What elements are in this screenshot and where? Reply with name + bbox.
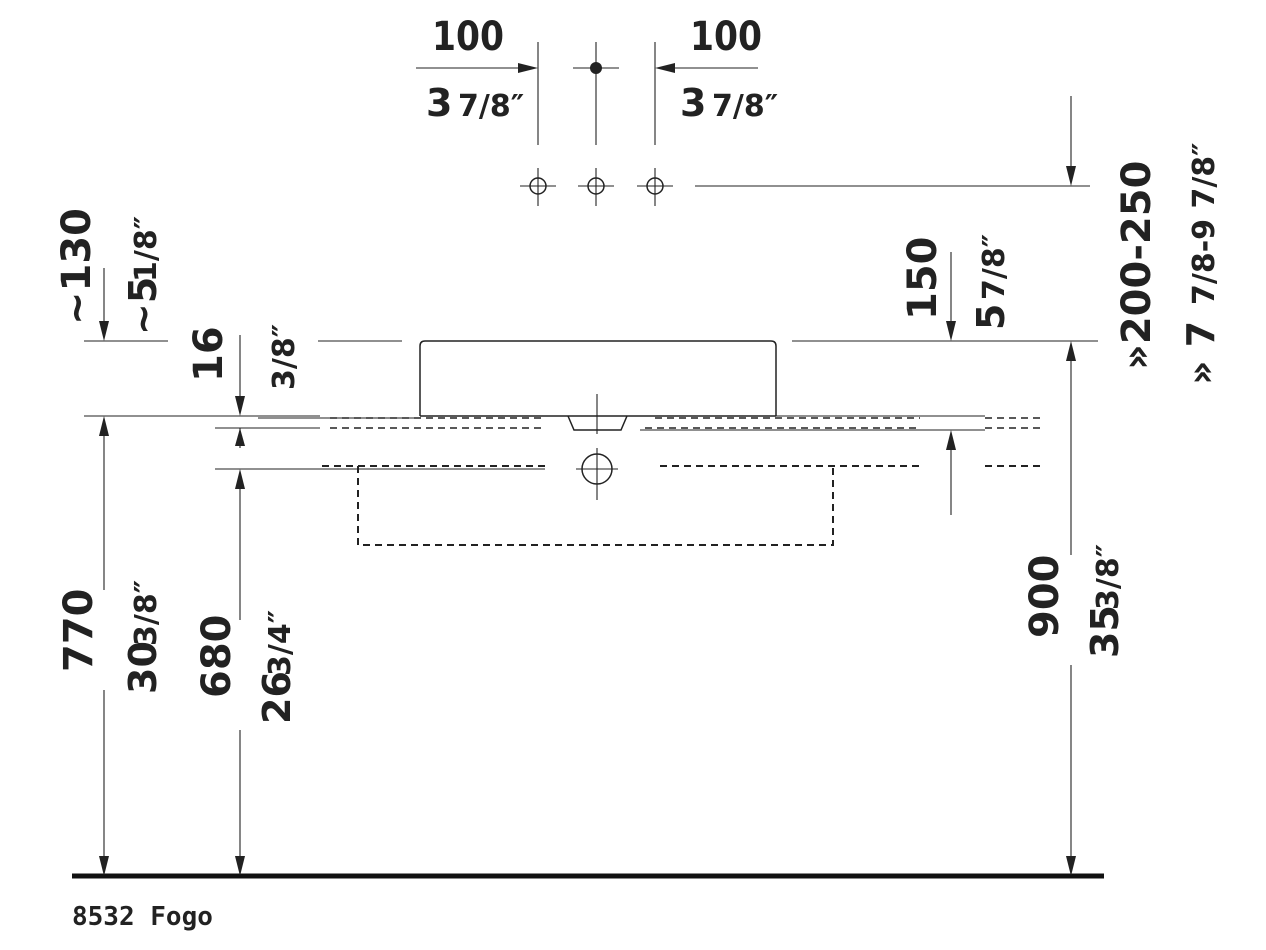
rim-height-in-frac: 3/8″ — [1091, 544, 1126, 610]
tap-spacing-dimension — [416, 42, 758, 145]
basin-height-in-frac: 1/8″ — [129, 216, 164, 282]
rim-thickness-in-frac: 3/8″ — [267, 324, 302, 390]
rim-height-dimension — [1066, 341, 1076, 876]
drain-height-mm: 680 — [194, 615, 240, 699]
tap-spacing-right-in-frac: 7/8″ — [712, 89, 778, 124]
tap-spacing-right-in: 3 — [680, 81, 706, 125]
rim-thickness-mm: 16 — [186, 326, 232, 382]
counter-height-in: 30 — [121, 641, 165, 694]
product-caption: 8532 Fogo — [72, 902, 213, 932]
tap-height-in: 5 — [969, 304, 1013, 330]
tap-spacing-left-mm: 100 — [432, 14, 504, 60]
basin-height-dimension — [99, 268, 109, 341]
rim-height-mm: 900 — [1022, 555, 1068, 639]
drain-height-dimension — [215, 468, 545, 876]
mirror-height-in-frac: 7/8-9 7/8″ — [1187, 142, 1222, 305]
basin-height-in: ~5 — [121, 277, 165, 335]
counter-top — [84, 415, 1045, 431]
rim-thickness-dimension — [235, 335, 245, 448]
counter-height-dimension — [99, 416, 109, 876]
drain-outlet-symbol — [576, 448, 618, 500]
counter-height-in-frac: 3/8″ — [129, 580, 164, 646]
tap-spacing-right-mm: 100 — [690, 14, 762, 60]
mirror-height-dimension — [695, 96, 1090, 187]
tap-spacing-left-in: 3 — [426, 81, 452, 125]
drain-height-in: 26 — [255, 671, 299, 724]
tap-height-dimension — [946, 252, 956, 515]
tap-spacing-left-in-frac: 7/8″ — [458, 89, 524, 124]
mirror-height-mm: »200-250 — [1114, 161, 1160, 370]
counter-height-mm: 770 — [56, 589, 102, 673]
tap-height-in-frac: 7/8″ — [977, 234, 1012, 300]
rim-height-in: 35 — [1083, 605, 1127, 658]
tap-height-mm: 150 — [900, 237, 946, 321]
basin — [419, 340, 777, 434]
tap-holes — [520, 42, 673, 206]
mirror-height-in: » 7 — [1179, 321, 1223, 385]
drain-height-in-frac: 3/4″ — [263, 610, 298, 676]
vanity-unit — [322, 465, 1045, 546]
basin-height-mm: ~130 — [54, 208, 100, 325]
